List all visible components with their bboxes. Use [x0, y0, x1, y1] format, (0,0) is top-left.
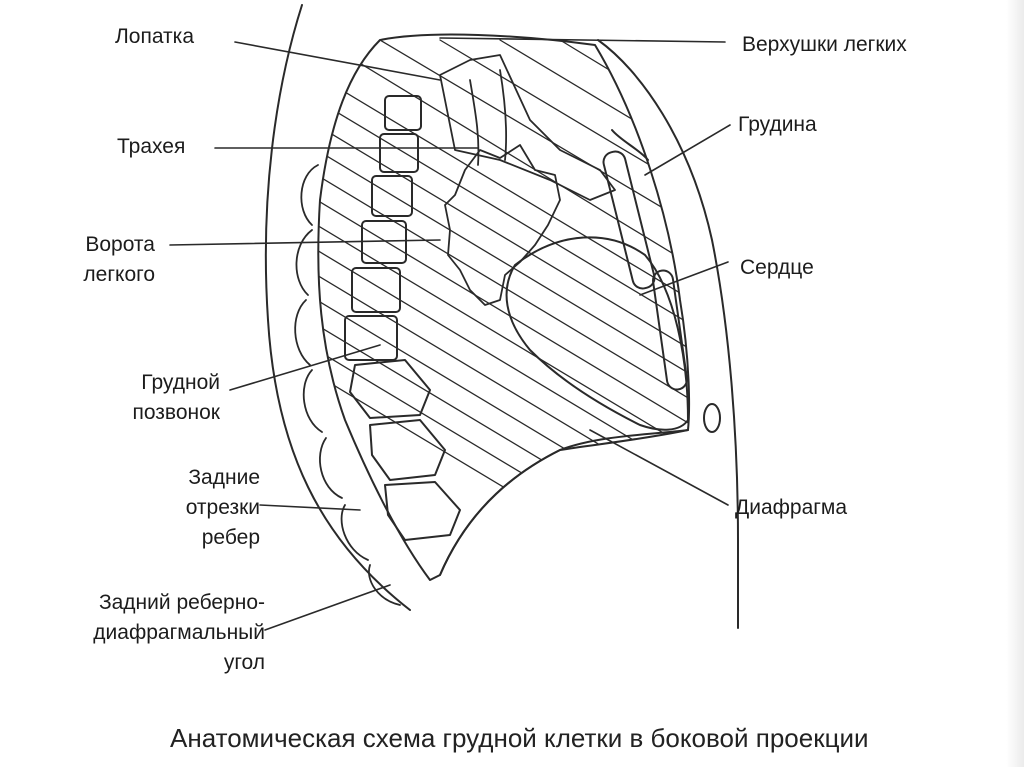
lung-outline	[317, 33, 691, 581]
vertebral-column	[344, 95, 461, 541]
label-vertebra: Грудной позвонок	[90, 368, 220, 428]
label-ribs-line3: ребер	[201, 526, 260, 549]
figure-caption: Анатомическая схема грудной клетки в бок…	[170, 723, 869, 753]
label-posterior-ribs: Задние отрезки ребер	[140, 463, 260, 553]
label-diaphragm-text: Диафрагма	[735, 496, 848, 519]
label-ribs-line2: отрезки	[185, 496, 260, 519]
label-hilum: Ворота легкого	[55, 230, 155, 290]
label-heart-text: Сердце	[740, 256, 814, 279]
label-angle-line3: угол	[223, 651, 265, 674]
diaphragm-line	[439, 429, 689, 576]
label-hilum-line1: Ворота	[85, 233, 155, 256]
lung-hatching	[318, 39, 690, 581]
label-lung-apices: Верхушки легких	[742, 30, 907, 60]
label-trachea-text: Трахея	[117, 135, 186, 158]
label-costophrenic-angle: Задний реберно- диафрагмальный угол	[30, 588, 265, 678]
label-hilum-line2: легкого	[83, 263, 155, 286]
label-angle-line2: диафрагмальный	[93, 621, 265, 644]
sternum	[602, 129, 721, 433]
label-diaphragm: Диафрагма	[735, 493, 847, 523]
label-trachea: Трахея	[117, 132, 185, 162]
label-ribs-line1: Задние	[188, 466, 260, 489]
label-scapula-text: Лопатка	[115, 25, 194, 48]
label-scapula: Лопатка	[115, 22, 194, 52]
front-contour	[597, 39, 740, 629]
label-vertebra-line2: позвонок	[132, 401, 220, 424]
label-heart: Сердце	[740, 253, 814, 283]
page-edge-shadow	[1006, 0, 1024, 767]
hilum-shape	[444, 144, 561, 306]
label-vertebra-line1: Грудной	[141, 371, 220, 394]
heart-shape	[505, 236, 689, 431]
posterior-ribs	[294, 164, 401, 606]
label-apex-text: Верхушки легких	[742, 33, 907, 56]
leader-lines	[169, 37, 731, 631]
label-sternum-text: Грудина	[738, 113, 817, 136]
back-contour	[264, 4, 411, 611]
trachea-shape	[469, 69, 508, 166]
label-angle-line1: Задний реберно-	[98, 591, 265, 614]
label-sternum: Грудина	[738, 110, 817, 140]
